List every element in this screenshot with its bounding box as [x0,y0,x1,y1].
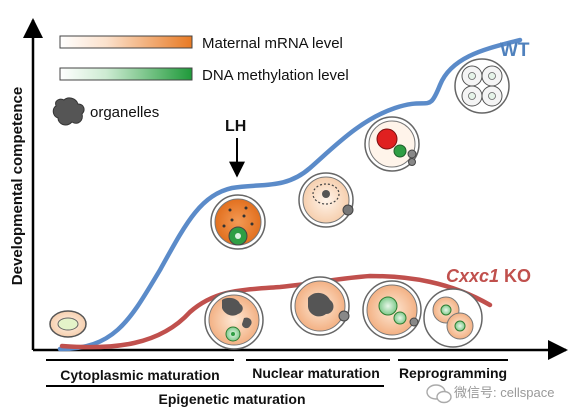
organelles-legend-label: organelles [90,104,159,121]
dna-legend-swatch [59,67,193,81]
wt-curve [57,37,523,352]
ko-suffix-label: KO [499,266,531,286]
ko-gene-label: Cxxc1 [446,266,499,286]
lh-label: LH [225,118,246,135]
ko-mi-oocyte-icon [290,276,350,336]
stage-epigenetic-label: Epigenetic maturation [158,391,305,407]
stage-cytoplasmic-label: Cytoplasmic maturation [60,367,219,383]
early-oocyte-icon [49,310,87,338]
mrna-legend-swatch [59,35,193,49]
mrna-legend-label: Maternal mRNA level [202,35,343,52]
stage-reprogramming-label: Reprogramming [399,365,507,381]
wechat-icon [426,384,452,404]
organelles-legend-icon [52,97,85,126]
watermark-text: 微信号: cellspace [454,385,554,400]
ko-gv-oocyte-icon [204,290,264,350]
ko-label: Cxxc1 KO [446,266,531,286]
stage-nuclear-label: Nuclear maturation [252,365,380,381]
ko-curve [59,273,493,350]
lh-oocyte-icon [210,194,266,250]
y-axis-label: Developmental competence [9,87,26,285]
ko-two-cell-icon [423,288,483,348]
dna-legend-label: DNA methylation level [202,67,349,84]
four-cell-embryo-icon [454,58,510,114]
watermark: 微信号: cellspace [426,384,554,404]
ko-zygote-icon [362,280,422,340]
zygote-icon [364,116,420,172]
wt-label: WT [500,40,530,61]
mii-oocyte-icon [298,172,354,228]
